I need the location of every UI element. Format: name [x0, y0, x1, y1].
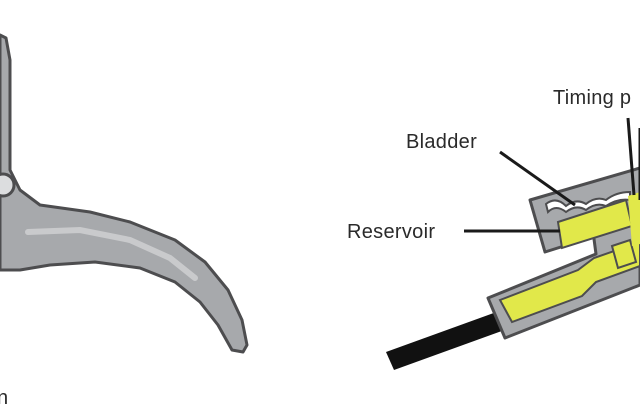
brake-lever [0, 33, 249, 354]
lever-blade [0, 33, 249, 354]
piston [610, 238, 638, 270]
lever-highlight [25, 226, 198, 281]
label-bladder: Bladder [406, 131, 477, 153]
label-timing: Timing p [553, 87, 631, 109]
timing-leader-1 [626, 117, 636, 196]
pivot-bolt [0, 172, 16, 198]
label-reservoir: Reservoir [347, 221, 435, 243]
master-cylinder [386, 166, 640, 370]
timing-port-fluid [628, 192, 640, 246]
label-fragment-bottom-left: n [0, 387, 8, 409]
brake-hose [386, 310, 510, 370]
bore-fluid [498, 240, 640, 324]
leader-lines [464, 117, 640, 233]
bladder-leader [499, 150, 576, 207]
